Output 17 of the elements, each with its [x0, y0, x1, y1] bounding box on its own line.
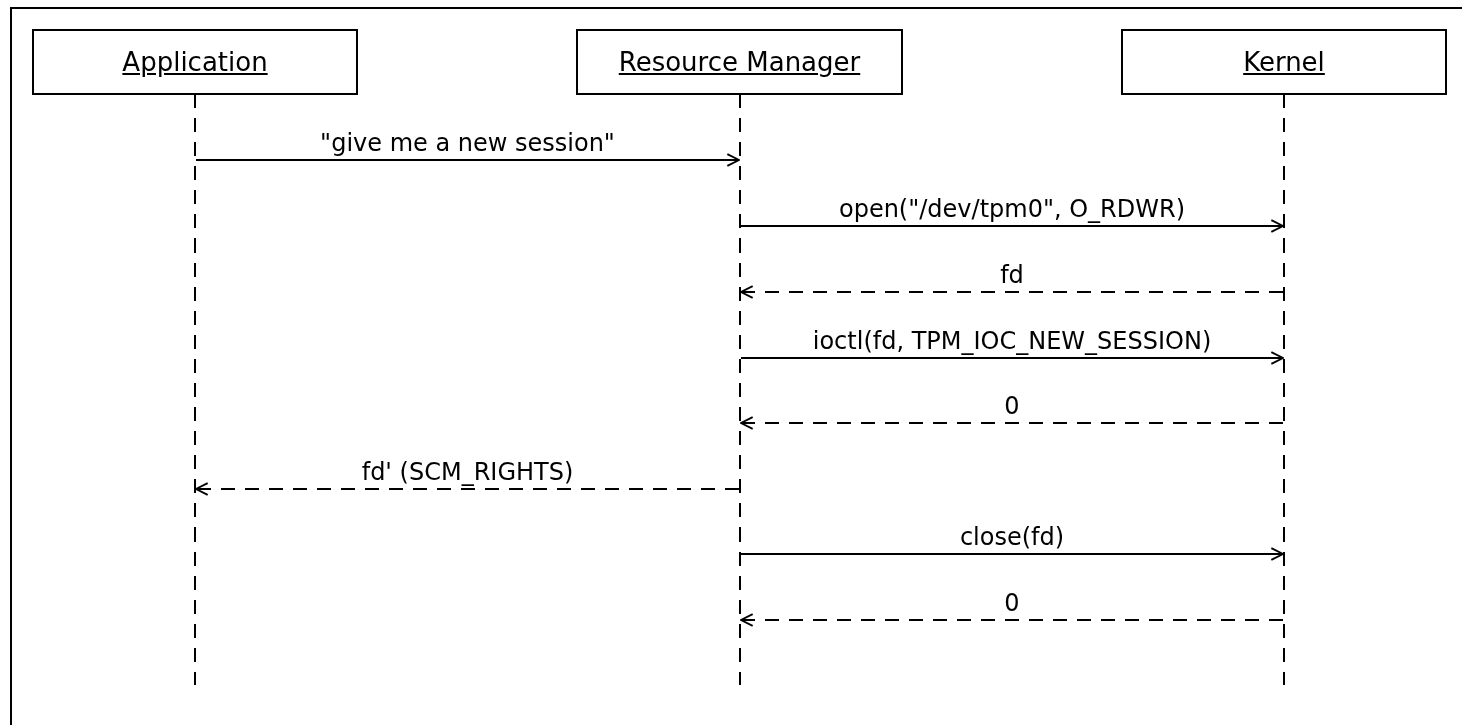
return-arrow	[195, 482, 740, 496]
lifeline	[739, 95, 741, 685]
participant-box	[1121, 29, 1447, 95]
message-arrow	[740, 351, 1284, 365]
lifeline	[194, 95, 196, 685]
participant-box	[32, 29, 358, 95]
message-arrow	[740, 547, 1284, 561]
participant-box	[576, 29, 903, 95]
return-arrow	[740, 285, 1284, 299]
message-arrow	[195, 153, 740, 167]
participant-name: Resource Manager	[618, 47, 861, 77]
participant-name: Kernel	[1243, 47, 1325, 77]
return-arrow	[740, 416, 1284, 430]
message-arrow	[740, 219, 1284, 233]
return-arrow	[740, 613, 1284, 627]
lifeline	[1283, 95, 1285, 685]
participant-name: Application	[122, 47, 268, 77]
